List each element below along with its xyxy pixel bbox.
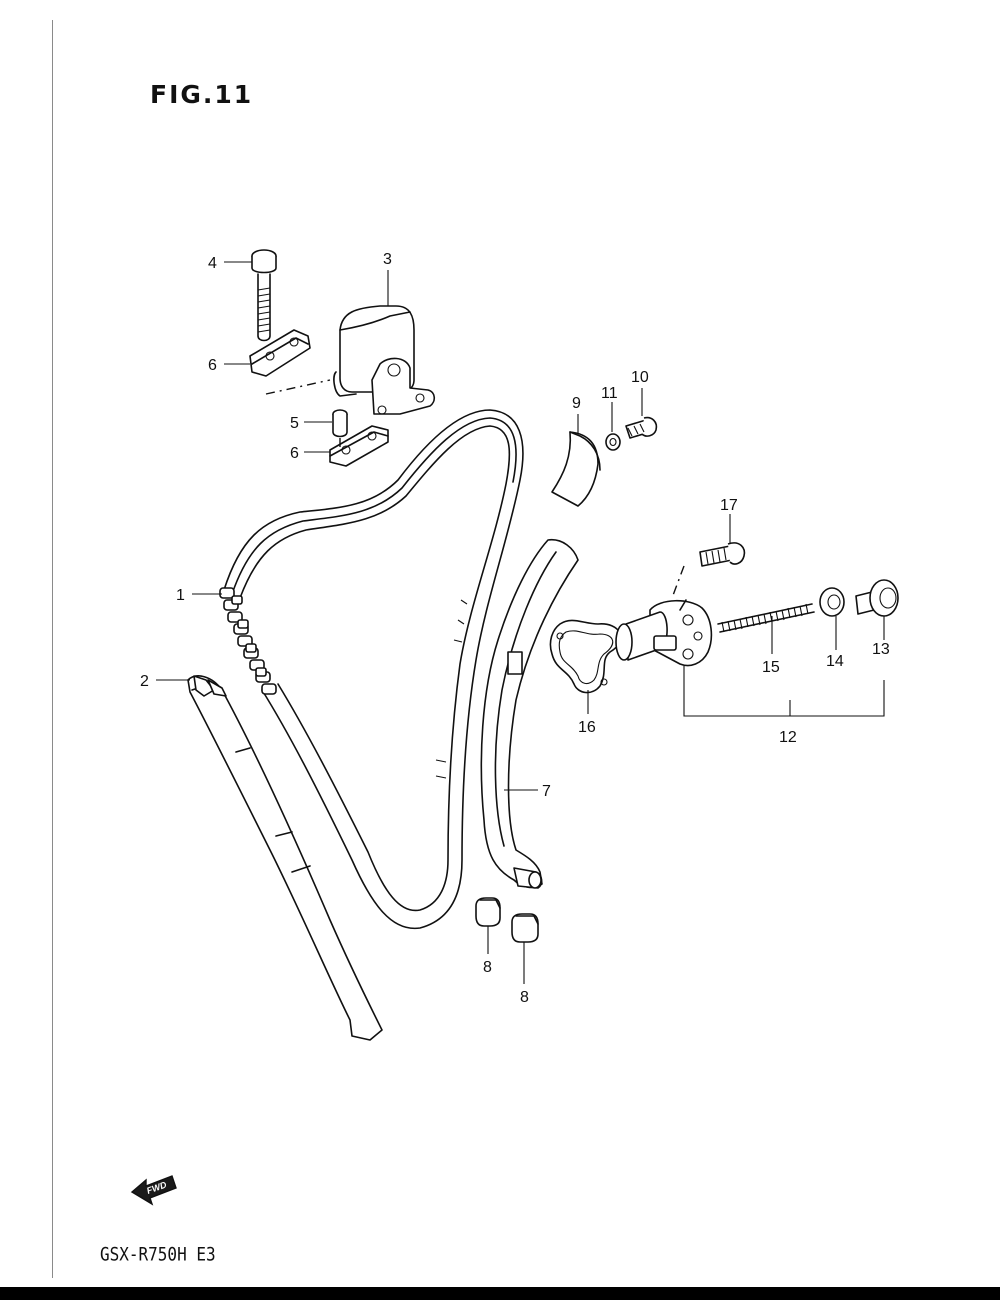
callout-4: 4 <box>208 255 217 272</box>
callout-11: 11 <box>601 385 618 402</box>
bolt-part-17 <box>699 542 746 567</box>
washer-part-11 <box>605 433 621 451</box>
fwd-arrow-icon: FWD <box>130 1175 177 1206</box>
callout-10: 10 <box>631 369 649 386</box>
cam-chain-tensioner-guide <box>480 538 579 889</box>
callout-14: 14 <box>826 653 844 670</box>
leader-lines <box>156 261 885 984</box>
cam-chain-guide-left <box>187 675 383 1041</box>
callout-6-lower: 6 <box>290 445 299 462</box>
callout-1: 1 <box>176 587 185 604</box>
callout-17: 17 <box>720 497 738 514</box>
bottom-border-bar <box>0 1287 1000 1300</box>
callout-labels: 1 2 3 4 5 6 6 7 8 8 9 10 11 12 13 14 15 … <box>140 251 890 1006</box>
callout-7: 7 <box>542 783 551 800</box>
plate-part-6-lower <box>329 425 389 467</box>
plug-part-8-right <box>511 913 539 943</box>
callout-13: 13 <box>872 641 890 658</box>
figure-title: FIG.11 <box>150 80 254 109</box>
callout-5: 5 <box>290 415 299 432</box>
callout-16: 16 <box>578 719 596 736</box>
plug-part-8-left <box>475 897 501 927</box>
model-code-label: GSX-R750H E3 <box>100 1243 216 1265</box>
damper-part-5 <box>332 409 348 438</box>
callout-8-left: 8 <box>483 959 492 976</box>
bolt-part-10 <box>625 416 658 439</box>
callout-15: 15 <box>762 659 780 676</box>
plate-part-6-upper <box>249 329 311 377</box>
cap-bolt-part-13 <box>855 579 899 617</box>
spring-part-15 <box>717 603 815 633</box>
tensioner-body <box>615 599 713 667</box>
callout-9: 9 <box>572 395 581 412</box>
callout-3: 3 <box>383 251 392 268</box>
callout-2: 2 <box>140 673 149 690</box>
callout-8-right: 8 <box>520 989 529 1006</box>
chain-links <box>219 587 277 695</box>
gasket-part-16 <box>549 619 622 694</box>
page-margin-rule <box>52 20 53 1278</box>
cam-chain <box>219 409 524 930</box>
callout-6-upper: 6 <box>208 357 217 374</box>
callout-12: 12 <box>779 729 797 746</box>
cam-chain-guide-top <box>333 305 436 415</box>
washer-part-14 <box>819 587 845 617</box>
shim-part-9 <box>551 431 601 507</box>
bolt-part-4 <box>251 249 277 342</box>
